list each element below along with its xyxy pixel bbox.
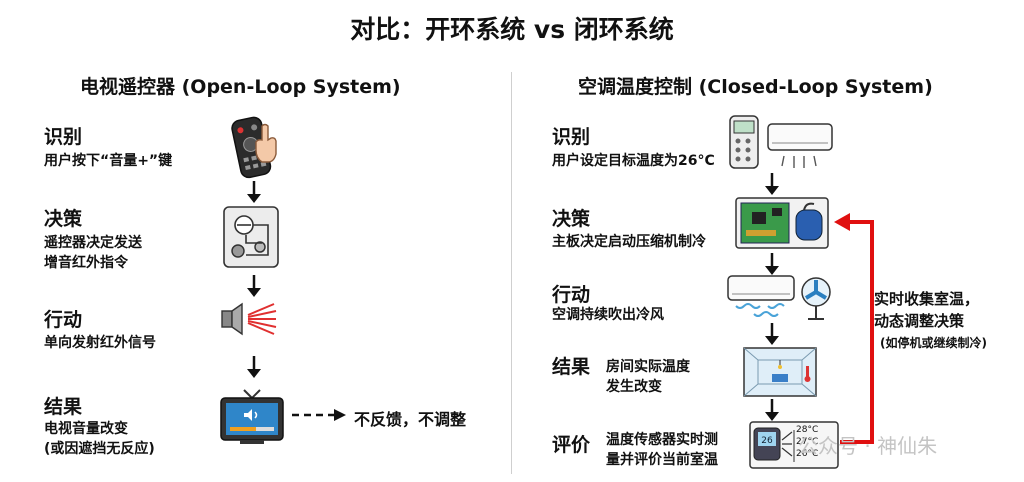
temperature-reading-1: 28°C bbox=[796, 425, 819, 435]
down-arrow-icon bbox=[247, 356, 261, 378]
down-arrow-icon bbox=[765, 173, 779, 195]
open-step-1-desc: 用户按下“音量+”键 bbox=[44, 153, 173, 169]
closed-step-5-desc-1: 温度传感器实时测 bbox=[606, 432, 718, 448]
temperature-reading-3: 26°C bbox=[796, 449, 819, 459]
open-loop-title: 电视遥控器 (Open-Loop System) bbox=[80, 76, 401, 98]
temperature-sensor-icon: 26 bbox=[749, 421, 839, 469]
mainboard-compressor-icon bbox=[735, 197, 829, 249]
tv-icon bbox=[220, 389, 284, 444]
down-arrow-icon bbox=[765, 323, 779, 345]
open-step-2-head: 决策 bbox=[44, 208, 83, 230]
ac-remote-and-unit-icon bbox=[729, 115, 833, 169]
down-arrow-icon bbox=[765, 399, 779, 421]
open-step-4-head: 结果 bbox=[44, 396, 83, 418]
temperature-readings: 28°C 27°C 26°C bbox=[796, 424, 818, 460]
dashed-arrow-icon bbox=[292, 409, 346, 421]
closed-loop-title: 空调温度控制 (Closed-Loop System) bbox=[578, 76, 933, 98]
closed-step-1-desc: 用户设定目标温度为26°C bbox=[552, 153, 715, 169]
open-step-1-head: 识别 bbox=[44, 126, 83, 148]
down-arrow-icon bbox=[247, 181, 261, 203]
closed-step-3-head: 行动 bbox=[552, 284, 591, 306]
feedback-note-2: 动态调整决策 bbox=[874, 310, 965, 332]
closed-step-4-desc-2: 发生改变 bbox=[606, 379, 662, 395]
closed-step-5-desc-2: 量并评价当前室温 bbox=[606, 452, 718, 468]
ac-cold-air-fan-icon bbox=[727, 275, 831, 320]
closed-step-3-desc: 空调持续吹出冷风 bbox=[552, 307, 664, 323]
panel-divider bbox=[511, 72, 512, 474]
down-arrow-icon bbox=[765, 253, 779, 275]
infrared-signal-icon bbox=[221, 302, 277, 336]
open-step-3-head: 行动 bbox=[44, 309, 83, 331]
feedback-note-3: (如停机或继续制冷) bbox=[880, 334, 987, 351]
no-feedback-label: 不反馈，不调整 bbox=[354, 410, 467, 429]
temperature-reading-2: 27°C bbox=[796, 437, 819, 447]
feedback-note-1: 实时收集室温， bbox=[874, 288, 980, 310]
closed-step-4-desc-1: 房间实际温度 bbox=[606, 359, 690, 375]
svg-text:26: 26 bbox=[761, 436, 773, 446]
page-title: 对比：开环系统 vs 闭环系统 bbox=[350, 15, 674, 44]
open-step-2-desc-2: 增音红外指令 bbox=[44, 255, 128, 271]
remote-control-icon bbox=[231, 116, 277, 179]
closed-step-4-head: 结果 bbox=[552, 356, 591, 378]
watermark: 公众号 · 神仙朱 bbox=[798, 434, 938, 458]
closed-step-2-desc: 主板决定启动压缩机制冷 bbox=[552, 234, 706, 250]
open-step-4-desc-1: 电视音量改变 bbox=[44, 421, 128, 437]
down-arrow-icon bbox=[247, 275, 261, 297]
room-temperature-icon bbox=[743, 347, 817, 397]
open-step-2-desc-1: 遥控器决定发送 bbox=[44, 235, 142, 251]
open-step-3-desc: 单向发射红外信号 bbox=[44, 335, 156, 351]
open-step-4-desc-2: (或因遮挡无反应) bbox=[44, 441, 155, 457]
closed-step-1-head: 识别 bbox=[552, 126, 591, 148]
closed-step-2-head: 决策 bbox=[552, 208, 591, 230]
remote-circuit-icon bbox=[223, 206, 279, 268]
closed-step-5-head: 评价 bbox=[552, 434, 591, 456]
feedback-loop-arrow bbox=[834, 213, 874, 444]
